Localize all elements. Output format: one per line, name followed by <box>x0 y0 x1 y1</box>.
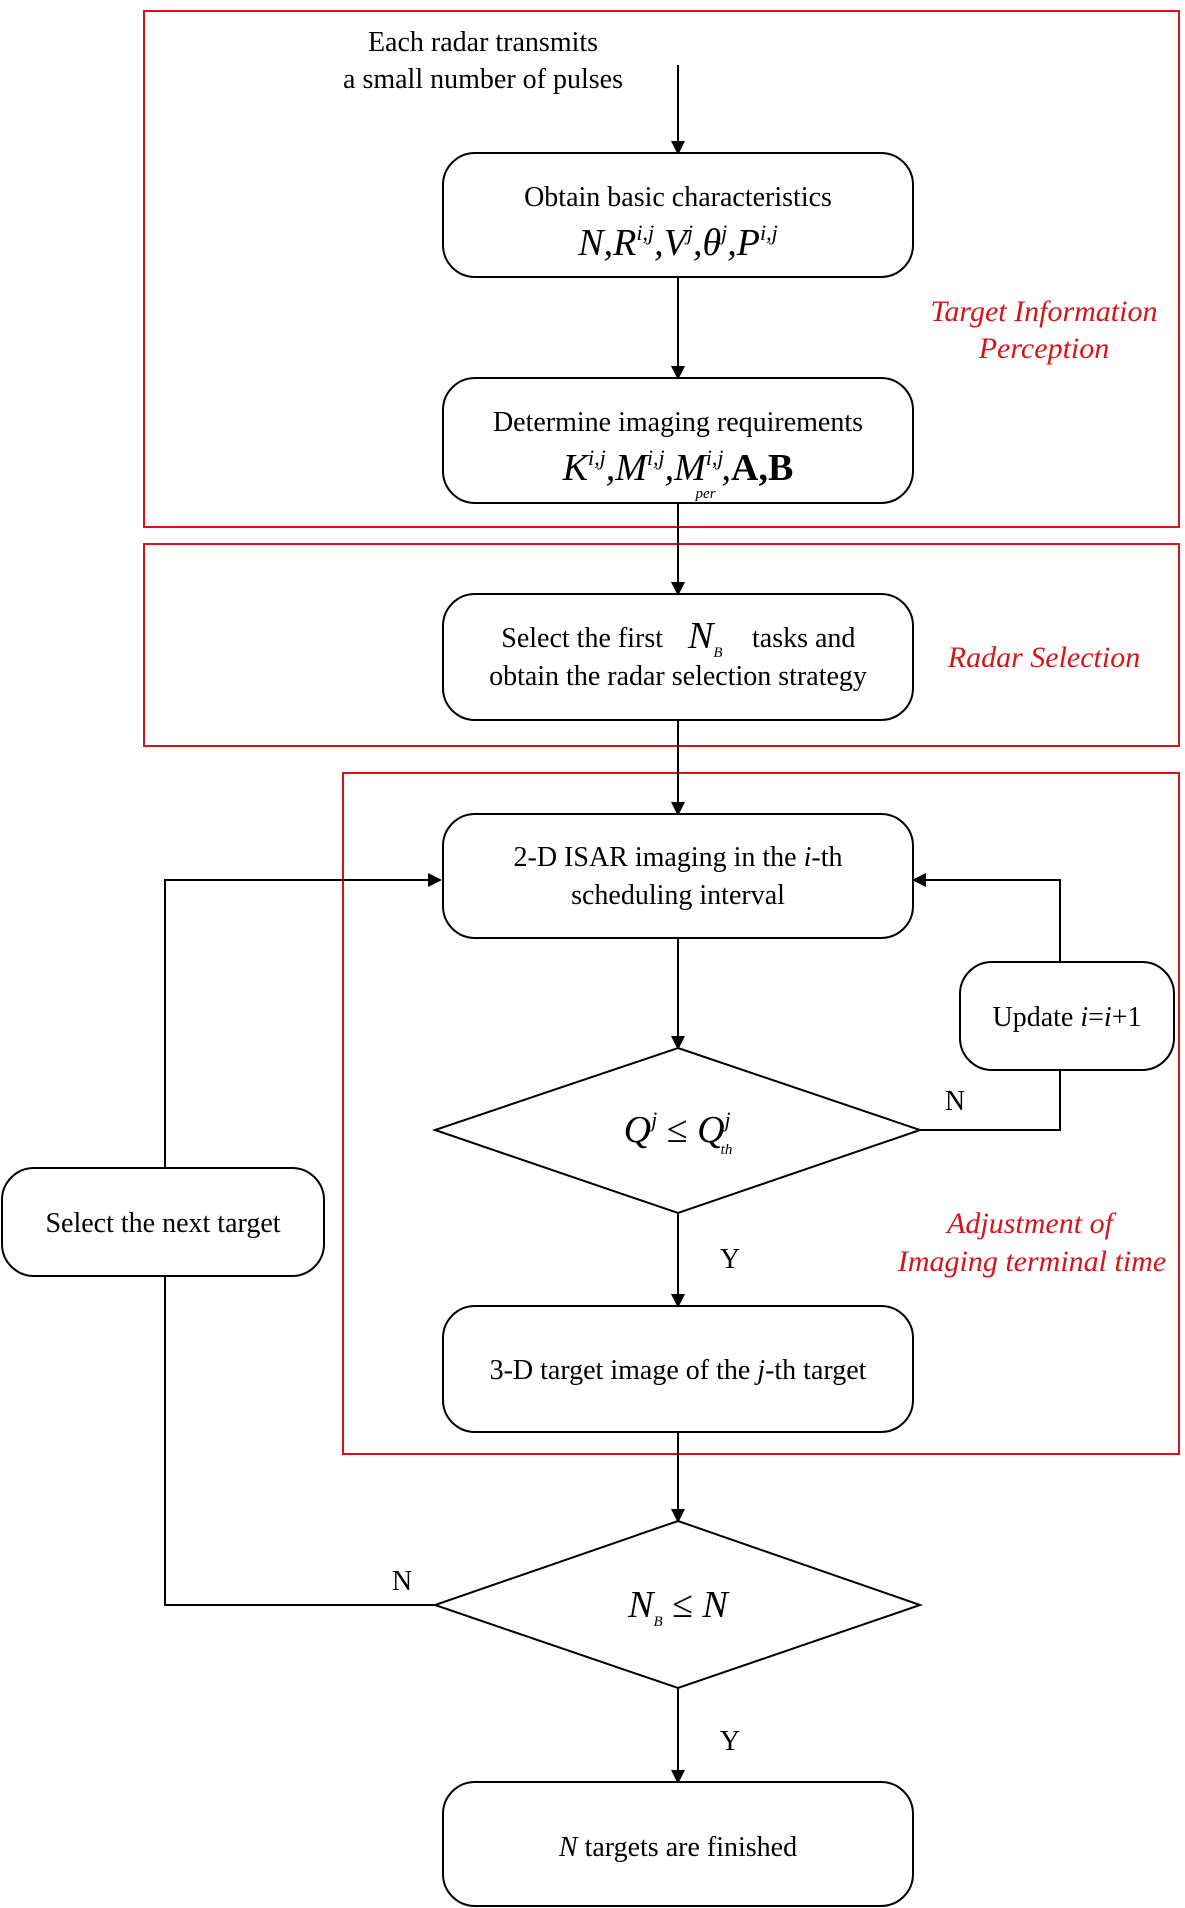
section-adjustment-imaging-terminal-time <box>342 772 1180 1455</box>
select-first-tasks-line1-pre: Select the first <box>501 623 663 654</box>
select-first-tasks-line2: obtain the radar selection strategy <box>489 661 867 692</box>
next-target-box <box>1 1167 325 1277</box>
update-interval-box <box>959 961 1175 1071</box>
start-text-line2: a small number of pulses <box>343 64 623 95</box>
obtain-characteristics-formula: N,Ri,j,Vj,θj,Pi,j <box>577 220 777 264</box>
select-first-tasks-line1-post: tasks and <box>752 623 855 654</box>
quality-decision-yes-label: Y <box>720 1244 740 1275</box>
next-target-label: Select the next target <box>45 1208 280 1239</box>
section-radar-selection <box>143 543 1180 747</box>
label-target-information-line2: Perception <box>978 332 1110 365</box>
arrow-update-to-isar <box>912 873 1061 962</box>
target-image-3d-box <box>442 1305 914 1433</box>
quality-decision-diamond <box>431 1046 924 1215</box>
quality-decision-no-label: N <box>945 1086 965 1117</box>
select-first-tasks-box <box>442 593 914 721</box>
start-text-line1: Each radar transmits <box>368 27 598 58</box>
obtain-characteristics-label: Obtain basic characteristics <box>524 182 832 213</box>
count-decision-expression: NB ≤ N <box>627 1584 730 1630</box>
arrow-count-no-to-next-target <box>164 1276 435 1606</box>
finished-label: N targets are finished <box>558 1832 797 1863</box>
count-decision-yes-label: Y <box>720 1726 740 1757</box>
arrow-next-target-to-isar <box>164 873 442 1168</box>
update-interval-label: Update i=i+1 <box>992 1002 1141 1033</box>
finished-box <box>442 1781 914 1907</box>
obtain-characteristics-box <box>442 152 914 278</box>
count-decision-no-label: N <box>392 1566 412 1597</box>
determine-requirements-box <box>442 377 914 504</box>
isar-imaging-line1: 2-D ISAR imaging in the i-th <box>514 842 843 873</box>
isar-imaging-line2: scheduling interval <box>571 880 785 911</box>
label-adjustment-line1: Adjustment of <box>945 1207 1116 1240</box>
isar-imaging-box <box>442 813 914 939</box>
target-image-3d-label: 3-D target image of the j-th target <box>490 1355 867 1386</box>
arrow-quality-no-to-update <box>920 1070 1061 1131</box>
section-target-information-perception <box>143 10 1180 528</box>
count-decision-diamond <box>431 1519 924 1690</box>
label-adjustment-line2: Imaging terminal time <box>897 1245 1166 1278</box>
determine-requirements-label: Determine imaging requirements <box>493 407 863 438</box>
label-target-information-line1: Target Information <box>931 295 1158 328</box>
label-radar-selection: Radar Selection <box>947 641 1140 674</box>
